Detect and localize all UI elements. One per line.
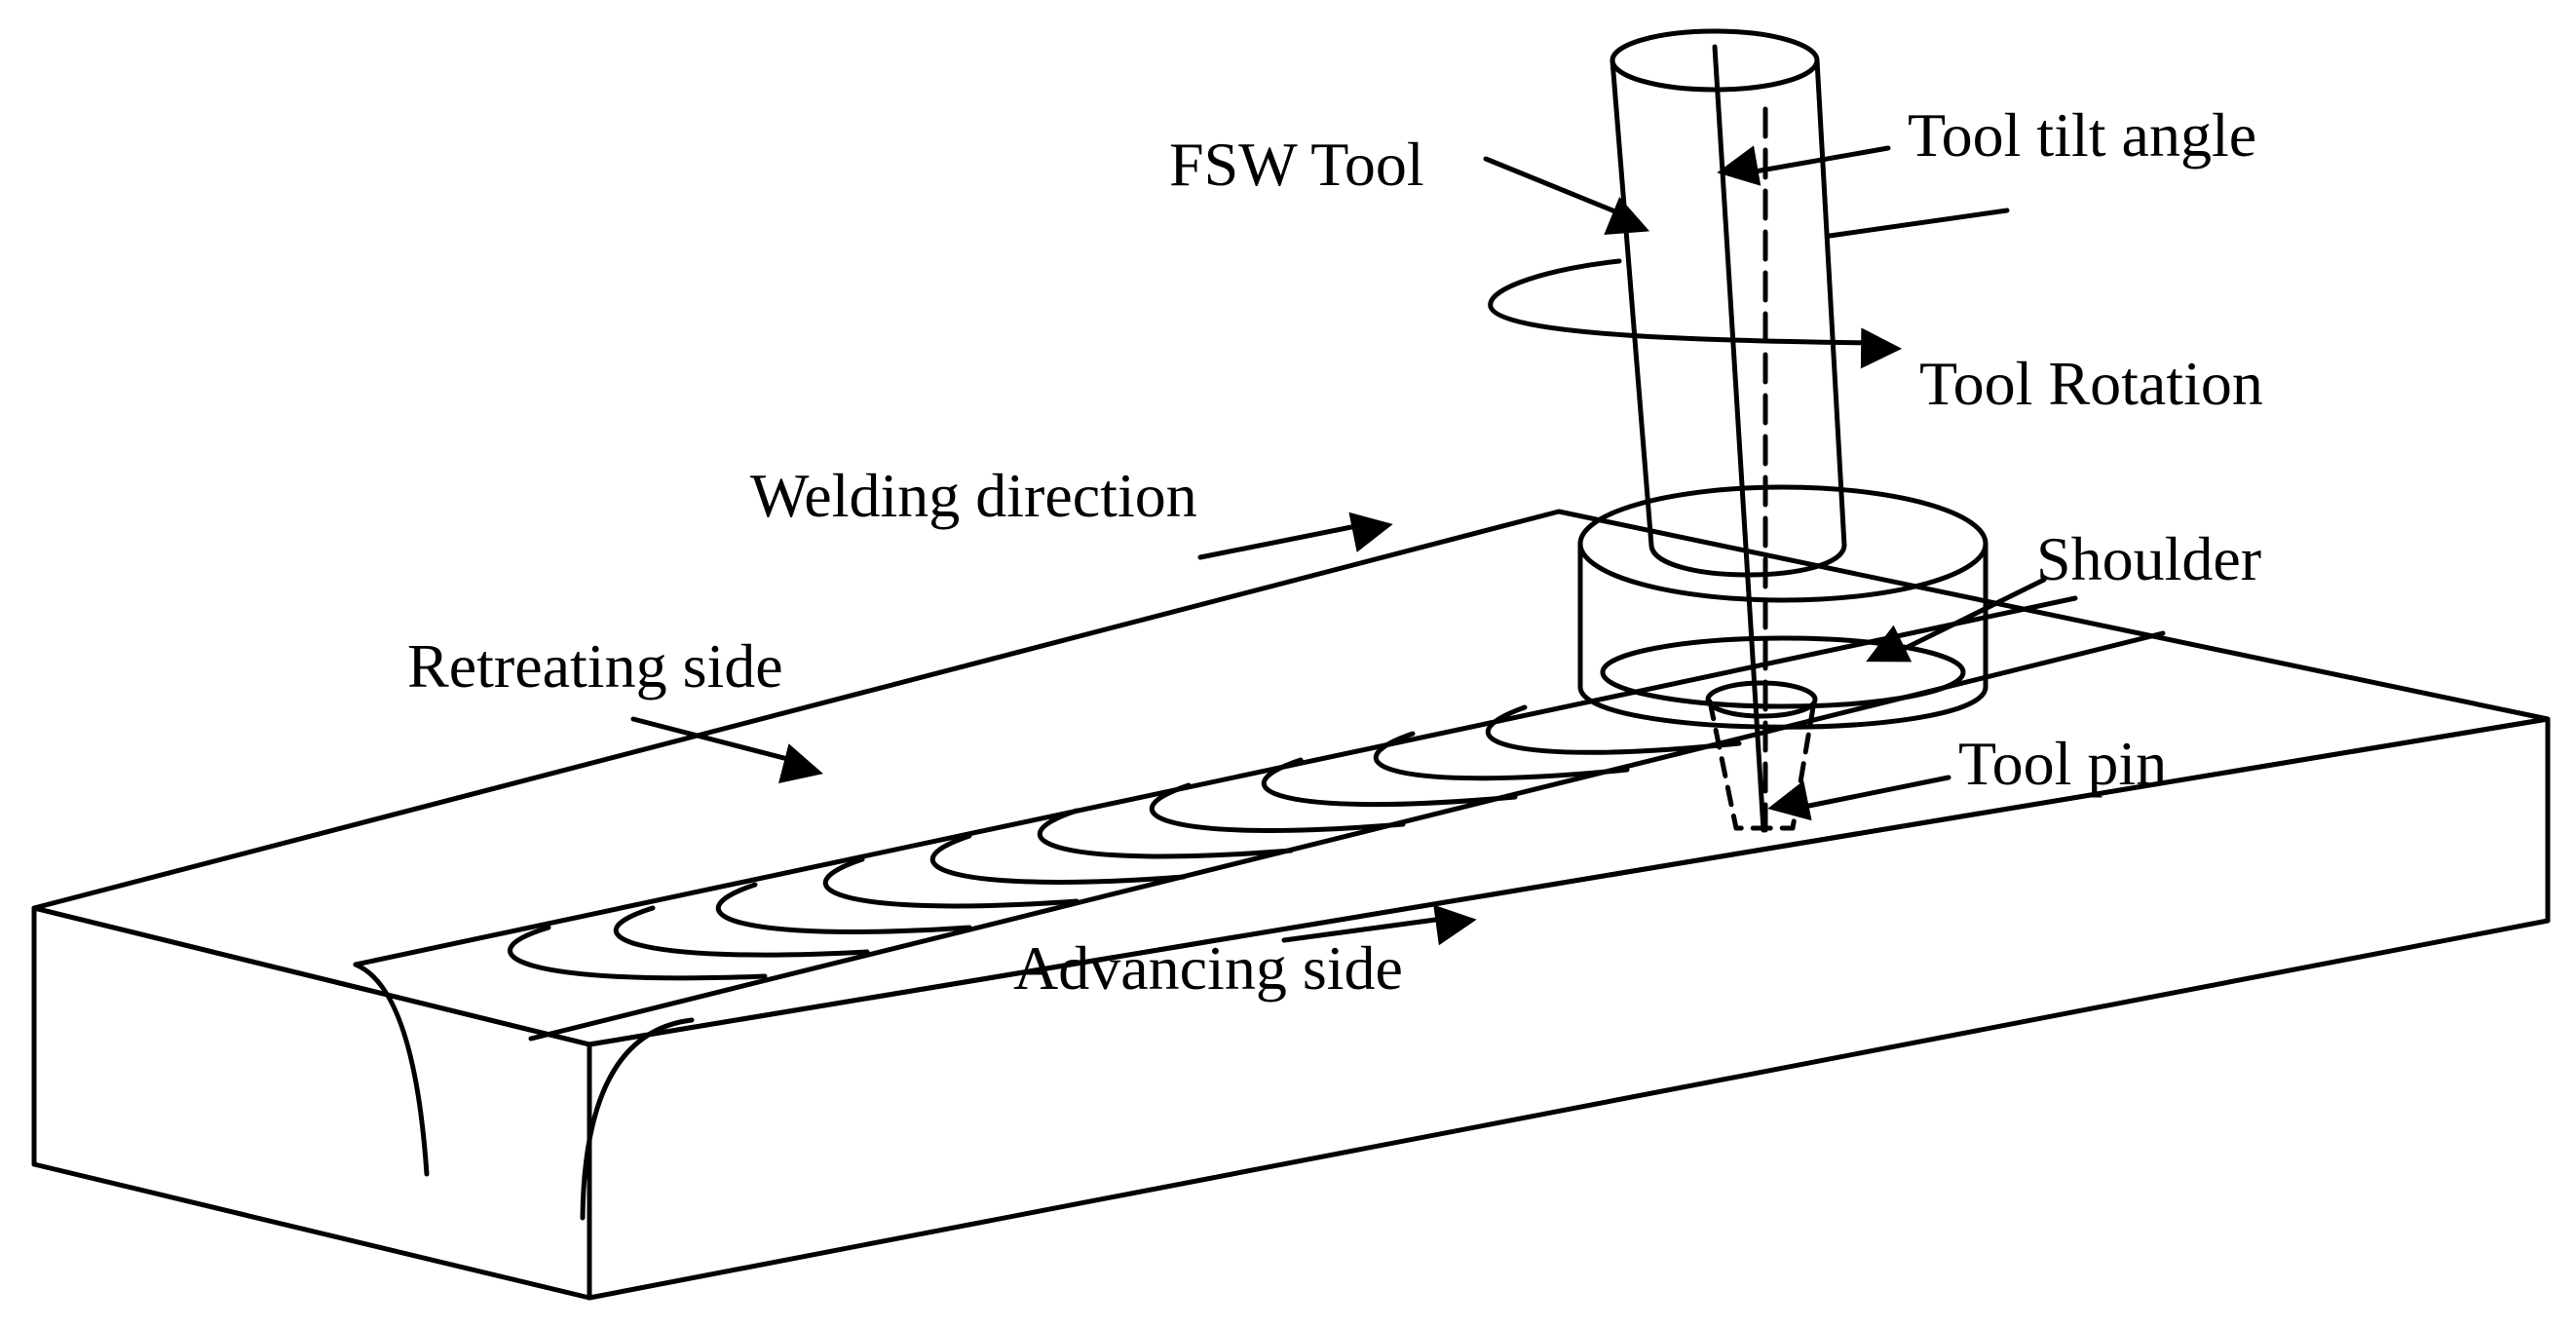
tool-pin-top	[1705, 680, 1818, 719]
label-fsw-tool: FSW Tool	[1169, 130, 1424, 199]
label-retreating-side: Retreating side	[407, 631, 783, 701]
label-tool-pin: Tool pin	[1958, 729, 2167, 798]
workpiece-plate	[31, 509, 2551, 1301]
labels: FSW Tool Tool tilt angle Tool Rotation W…	[407, 100, 2263, 1003]
annotation-arrows	[630, 145, 2047, 946]
label-shoulder: Shoulder	[2036, 524, 2261, 593]
weld-seam-retreating-edge	[353, 595, 2078, 967]
advancing-side-arrow	[1281, 904, 1477, 946]
tool-tilt-angle-arrow	[1717, 145, 1891, 186]
welding-direction-arrow	[1197, 512, 1393, 560]
tool-rotation-arrow	[1488, 258, 1903, 369]
shoulder-arrow	[1866, 577, 2047, 663]
plate-front-face	[31, 905, 592, 1301]
shoulder-bottom-contact	[1600, 635, 1966, 709]
fsw-tool-arrow	[1483, 156, 1650, 235]
tool-pin-arrow	[1767, 775, 1951, 821]
shaft-body	[1610, 57, 1847, 578]
retreating-side-arrow	[630, 716, 823, 783]
shoulder-body	[1577, 541, 1989, 730]
weld-zone-right-curve	[580, 1017, 695, 1221]
label-tool-tilt-angle: Tool tilt angle	[1908, 100, 2256, 170]
label-tool-rotation: Tool Rotation	[1919, 349, 2263, 418]
plate-right-face	[587, 716, 2551, 1301]
shoulder-top-ellipse	[1577, 484, 1989, 603]
tool-pin-body	[1707, 699, 1817, 831]
label-advancing-side: Advancing side	[1013, 933, 1403, 1003]
weld-zone-left-curve	[353, 962, 430, 1177]
tool-rotation-arrow-back	[1827, 208, 2010, 239]
label-welding-direction: Welding direction	[750, 461, 1197, 530]
weld-ripples	[508, 704, 1742, 981]
